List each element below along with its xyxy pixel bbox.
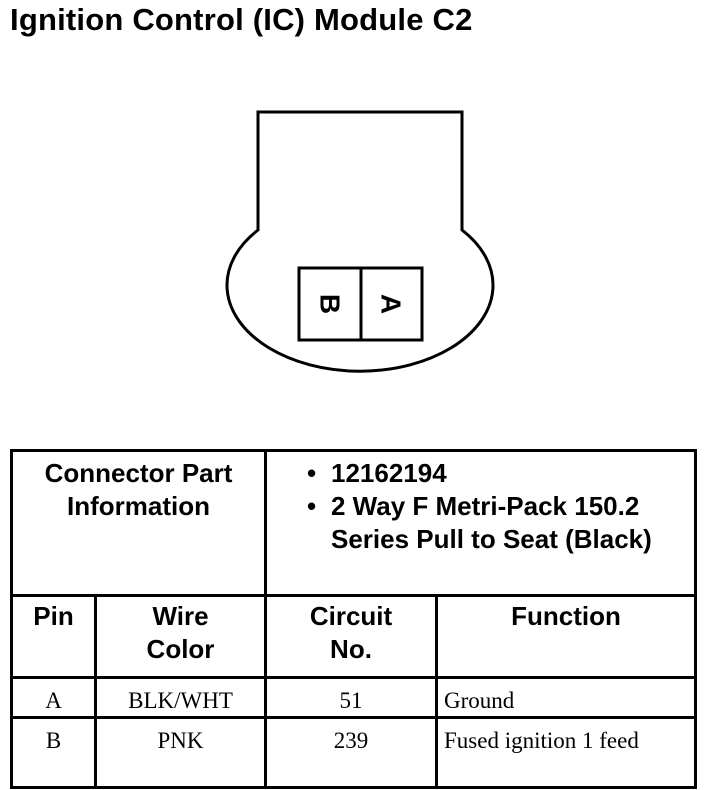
col-header-wire-color: Wire Color (94, 594, 267, 679)
col-header-circuit-line1: Circuit (309, 601, 393, 631)
connector-outline (225, 110, 495, 373)
part-info-label-line2: Information (67, 491, 210, 521)
pin-cell: B (10, 716, 97, 789)
page-title: Ignition Control (IC) Module C2 (10, 2, 473, 37)
part-info-label-line1: Connector Part (44, 458, 233, 488)
function-cell: Fused ignition 1 feed (435, 716, 697, 789)
part-info-list: 12162194 2 Way F Metri-Pack 150.2 Series… (267, 452, 694, 556)
cavity-a-label: A (376, 294, 407, 314)
pin-cell: A (10, 676, 97, 719)
col-header-wire-color-line1: Wire (152, 601, 209, 631)
connector-face-diagram: B A (225, 110, 495, 373)
col-header-pin: Pin (10, 594, 97, 679)
column-header-row: Pin Wire Color Circuit No. Function (10, 594, 697, 679)
connector-info-table: Connector Part Information 12162194 2 Wa… (10, 449, 697, 789)
col-header-wire-color-line2: Color (146, 634, 215, 664)
col-header-circuit-line2: No. (330, 634, 372, 664)
part-info-value-cell: 12162194 2 Way F Metri-Pack 150.2 Series… (264, 449, 697, 597)
cavity-a-box (359, 266, 424, 342)
wire-color-cell: PNK (94, 716, 267, 789)
col-header-function: Function (435, 594, 697, 679)
cavity-b-label: B (315, 294, 346, 314)
function-cell: Ground (435, 676, 697, 719)
col-header-pin-text: Pin (33, 601, 74, 631)
part-info-row: Connector Part Information 12162194 2 Wa… (10, 449, 697, 597)
circuit-cell: 51 (264, 676, 438, 719)
col-header-function-text: Function (511, 601, 621, 631)
table-row: B PNK 239 Fused ignition 1 feed (10, 716, 697, 789)
part-number: 12162194 (307, 457, 694, 490)
table-row: A BLK/WHT 51 Ground (10, 676, 697, 719)
part-info-label-cell: Connector Part Information (10, 449, 267, 597)
part-description: 2 Way F Metri-Pack 150.2 Series Pull to … (307, 490, 694, 556)
wire-color-cell: BLK/WHT (94, 676, 267, 719)
col-header-circuit: Circuit No. (264, 594, 438, 679)
circuit-cell: 239 (264, 716, 438, 789)
